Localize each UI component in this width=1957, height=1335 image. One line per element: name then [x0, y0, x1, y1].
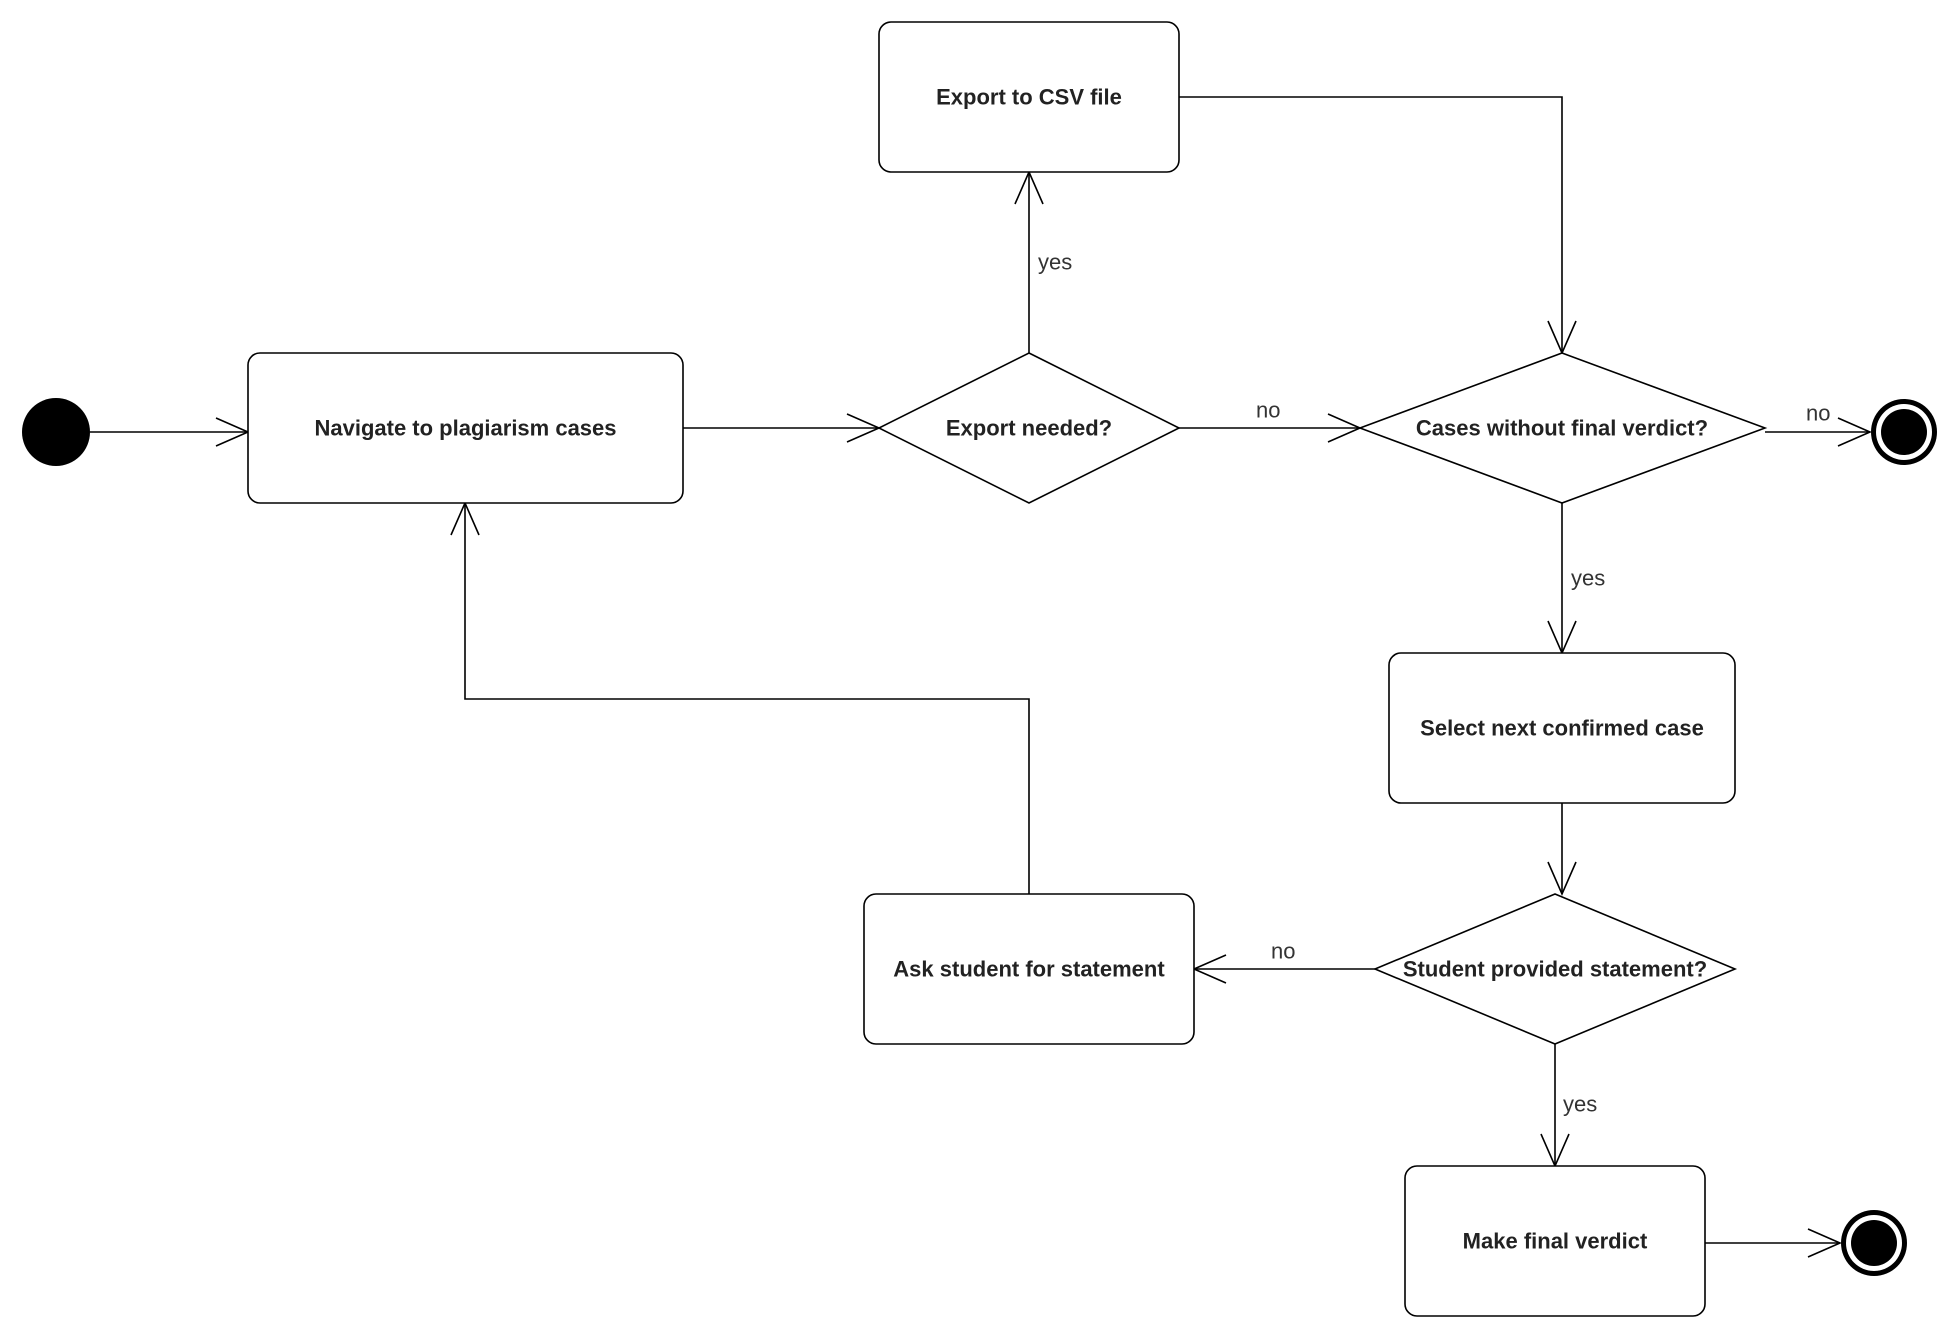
decision-student-statement-label: Student provided statement? [1403, 957, 1707, 982]
action-select-next-label: Select next confirmed case [1420, 716, 1704, 741]
edge-labels: yes no no yes no yes [1038, 250, 1830, 1117]
action-export-csv-label: Export to CSV file [936, 85, 1122, 110]
nodes: Navigate to plagiarism cases Export need… [22, 21, 1937, 1317]
decision-student-statement [1372, 893, 1738, 1045]
decision-cases-without-verdict-label: Cases without final verdict? [1416, 416, 1708, 441]
edge-export-csv-to-cases [1179, 96, 1563, 353]
action-navigate-label: Navigate to plagiarism cases [314, 416, 616, 441]
arrowhead-final-top [1837, 417, 1872, 447]
action-navigate [247, 352, 684, 504]
decision-export-needed-label: Export needed? [946, 416, 1112, 441]
edge-label-statement-no: no [1271, 939, 1295, 964]
edge-label-statement-yes: yes [1563, 1092, 1597, 1117]
action-export-csv [878, 21, 1180, 173]
action-make-verdict [1404, 1165, 1706, 1317]
final-node-bottom [1841, 1210, 1907, 1276]
arrowhead-statement [1547, 861, 1577, 896]
decision-cases-without-verdict [1357, 352, 1768, 504]
action-ask-student [863, 893, 1195, 1045]
decision-export-needed [877, 352, 1181, 504]
final-node-top [1871, 399, 1937, 465]
arrowhead-final-bottom [1807, 1228, 1842, 1258]
edge-ask-to-navigate [464, 503, 1030, 894]
action-select-next [1388, 652, 1736, 804]
edge-label-cases-no: no [1806, 401, 1830, 426]
edge-label-cases-yes: yes [1571, 566, 1605, 591]
action-make-verdict-label: Make final verdict [1463, 1229, 1648, 1254]
action-ask-student-label: Ask student for statement [893, 957, 1165, 982]
edge-label-export-yes: yes [1038, 250, 1072, 275]
start-node [22, 398, 90, 466]
edge-label-export-no: no [1256, 398, 1280, 423]
